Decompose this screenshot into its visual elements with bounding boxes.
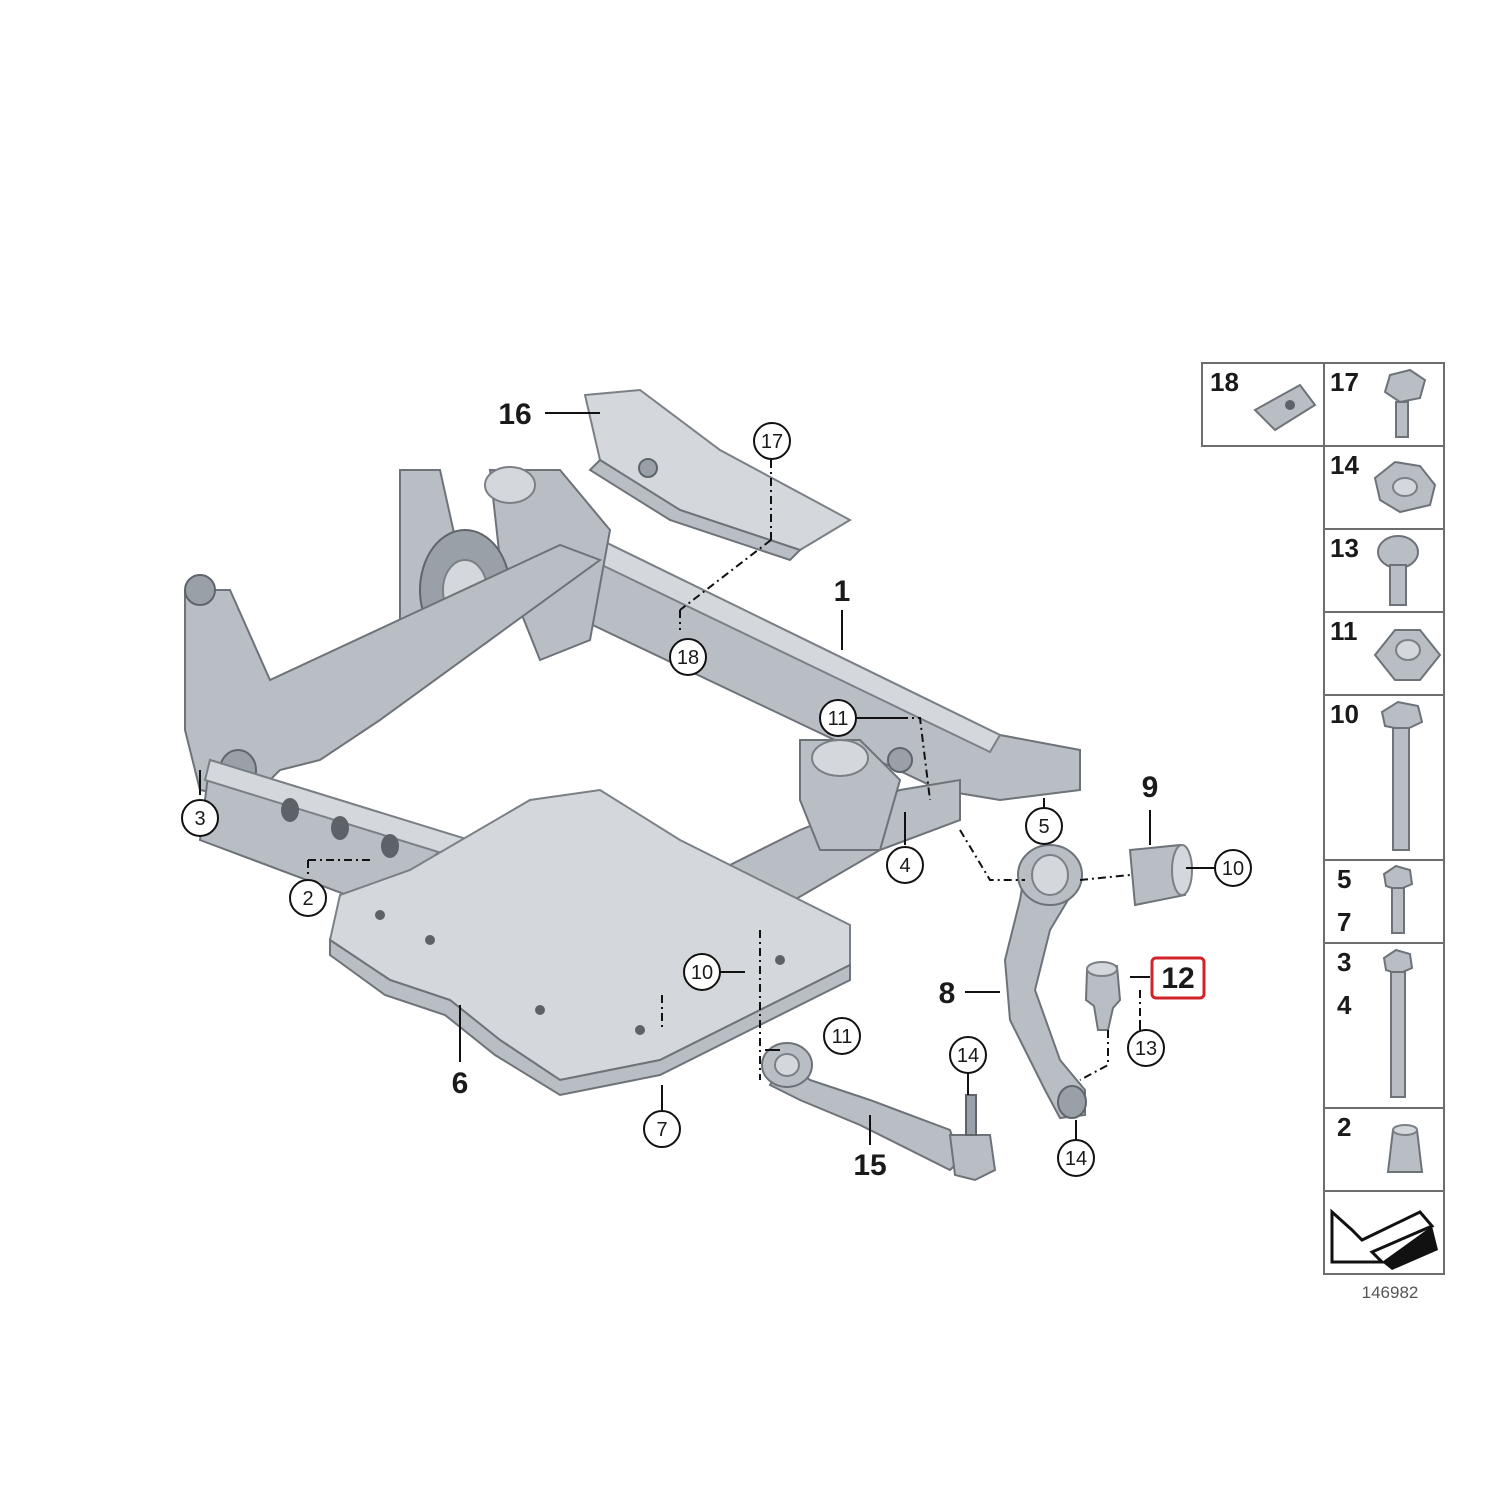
callout-17: 17 [761, 431, 783, 453]
callout-14-wishbone: 14 [1065, 1148, 1087, 1170]
callout-10-left: 10 [691, 962, 713, 984]
label-9: 9 [1142, 771, 1159, 804]
legend-5: 5 [1337, 864, 1351, 894]
fastener-legend: 18 17 14 13 11 10 [1201, 362, 1445, 1302]
callout-4: 4 [899, 855, 910, 877]
label-16: 16 [498, 398, 531, 431]
callout-18: 18 [677, 647, 699, 669]
heat-shield-part[interactable] [583, 388, 853, 562]
legend-10: 10 [1330, 699, 1359, 729]
legend-17: 17 [1330, 367, 1359, 397]
flange-nut-icon [1373, 629, 1442, 681]
short-bolt-icon [1382, 864, 1414, 934]
clip-nut-icon [1253, 383, 1317, 432]
legend-4: 4 [1337, 990, 1352, 1020]
legend-11: 11 [1330, 616, 1358, 646]
callout-labels: 1 6 8 9 15 16 12 [452, 398, 1195, 1182]
ball-joint-part[interactable] [1084, 961, 1122, 1031]
legend-14: 14 [1330, 450, 1359, 480]
hex-bolt-icon [1383, 368, 1427, 438]
tension-strut-part[interactable] [761, 1042, 997, 1182]
drawing-number: 146982 [1362, 1283, 1419, 1302]
callout-3: 3 [194, 808, 205, 830]
legend-18: 18 [1210, 367, 1239, 397]
highlight-box-12 [1150, 956, 1206, 1000]
rivet-nut-icon [1386, 1124, 1424, 1173]
label-12: 12 [1161, 962, 1194, 995]
torx-bolt-icon [1377, 535, 1419, 606]
label-15: 15 [853, 1149, 886, 1182]
wishbone-part[interactable] [1003, 844, 1087, 1120]
hex-nut-icon [1373, 460, 1437, 514]
callout-10-right: 10 [1222, 858, 1244, 880]
stud-bolt-icon [1382, 948, 1414, 1098]
callout-13: 13 [1135, 1038, 1157, 1060]
rubber-bush-part[interactable] [1128, 843, 1193, 907]
callout-14-strut: 14 [957, 1045, 979, 1067]
callout-7: 7 [656, 1119, 667, 1141]
callout-11-lower: 11 [832, 1026, 853, 1048]
dashed-fitting-lines [307, 460, 1141, 1081]
callout-11-upper: 11 [828, 708, 849, 730]
callout-5: 5 [1038, 816, 1049, 838]
legend-3: 3 [1337, 947, 1351, 977]
long-bolt-icon [1380, 700, 1424, 851]
leader-lines [199, 412, 1217, 1145]
legend-13: 13 [1330, 533, 1359, 563]
label-1: 1 [834, 575, 851, 608]
legend-2: 2 [1337, 1112, 1351, 1142]
label-6: 6 [452, 1067, 469, 1100]
legend-7: 7 [1337, 907, 1351, 937]
label-8: 8 [939, 977, 956, 1010]
circled-callouts: 17 18 11 3 2 4 5 10 10 11 14 13 7 14 [181, 422, 1252, 1177]
direction-arrow-icon [1330, 1208, 1438, 1270]
callout-2: 2 [302, 888, 313, 910]
